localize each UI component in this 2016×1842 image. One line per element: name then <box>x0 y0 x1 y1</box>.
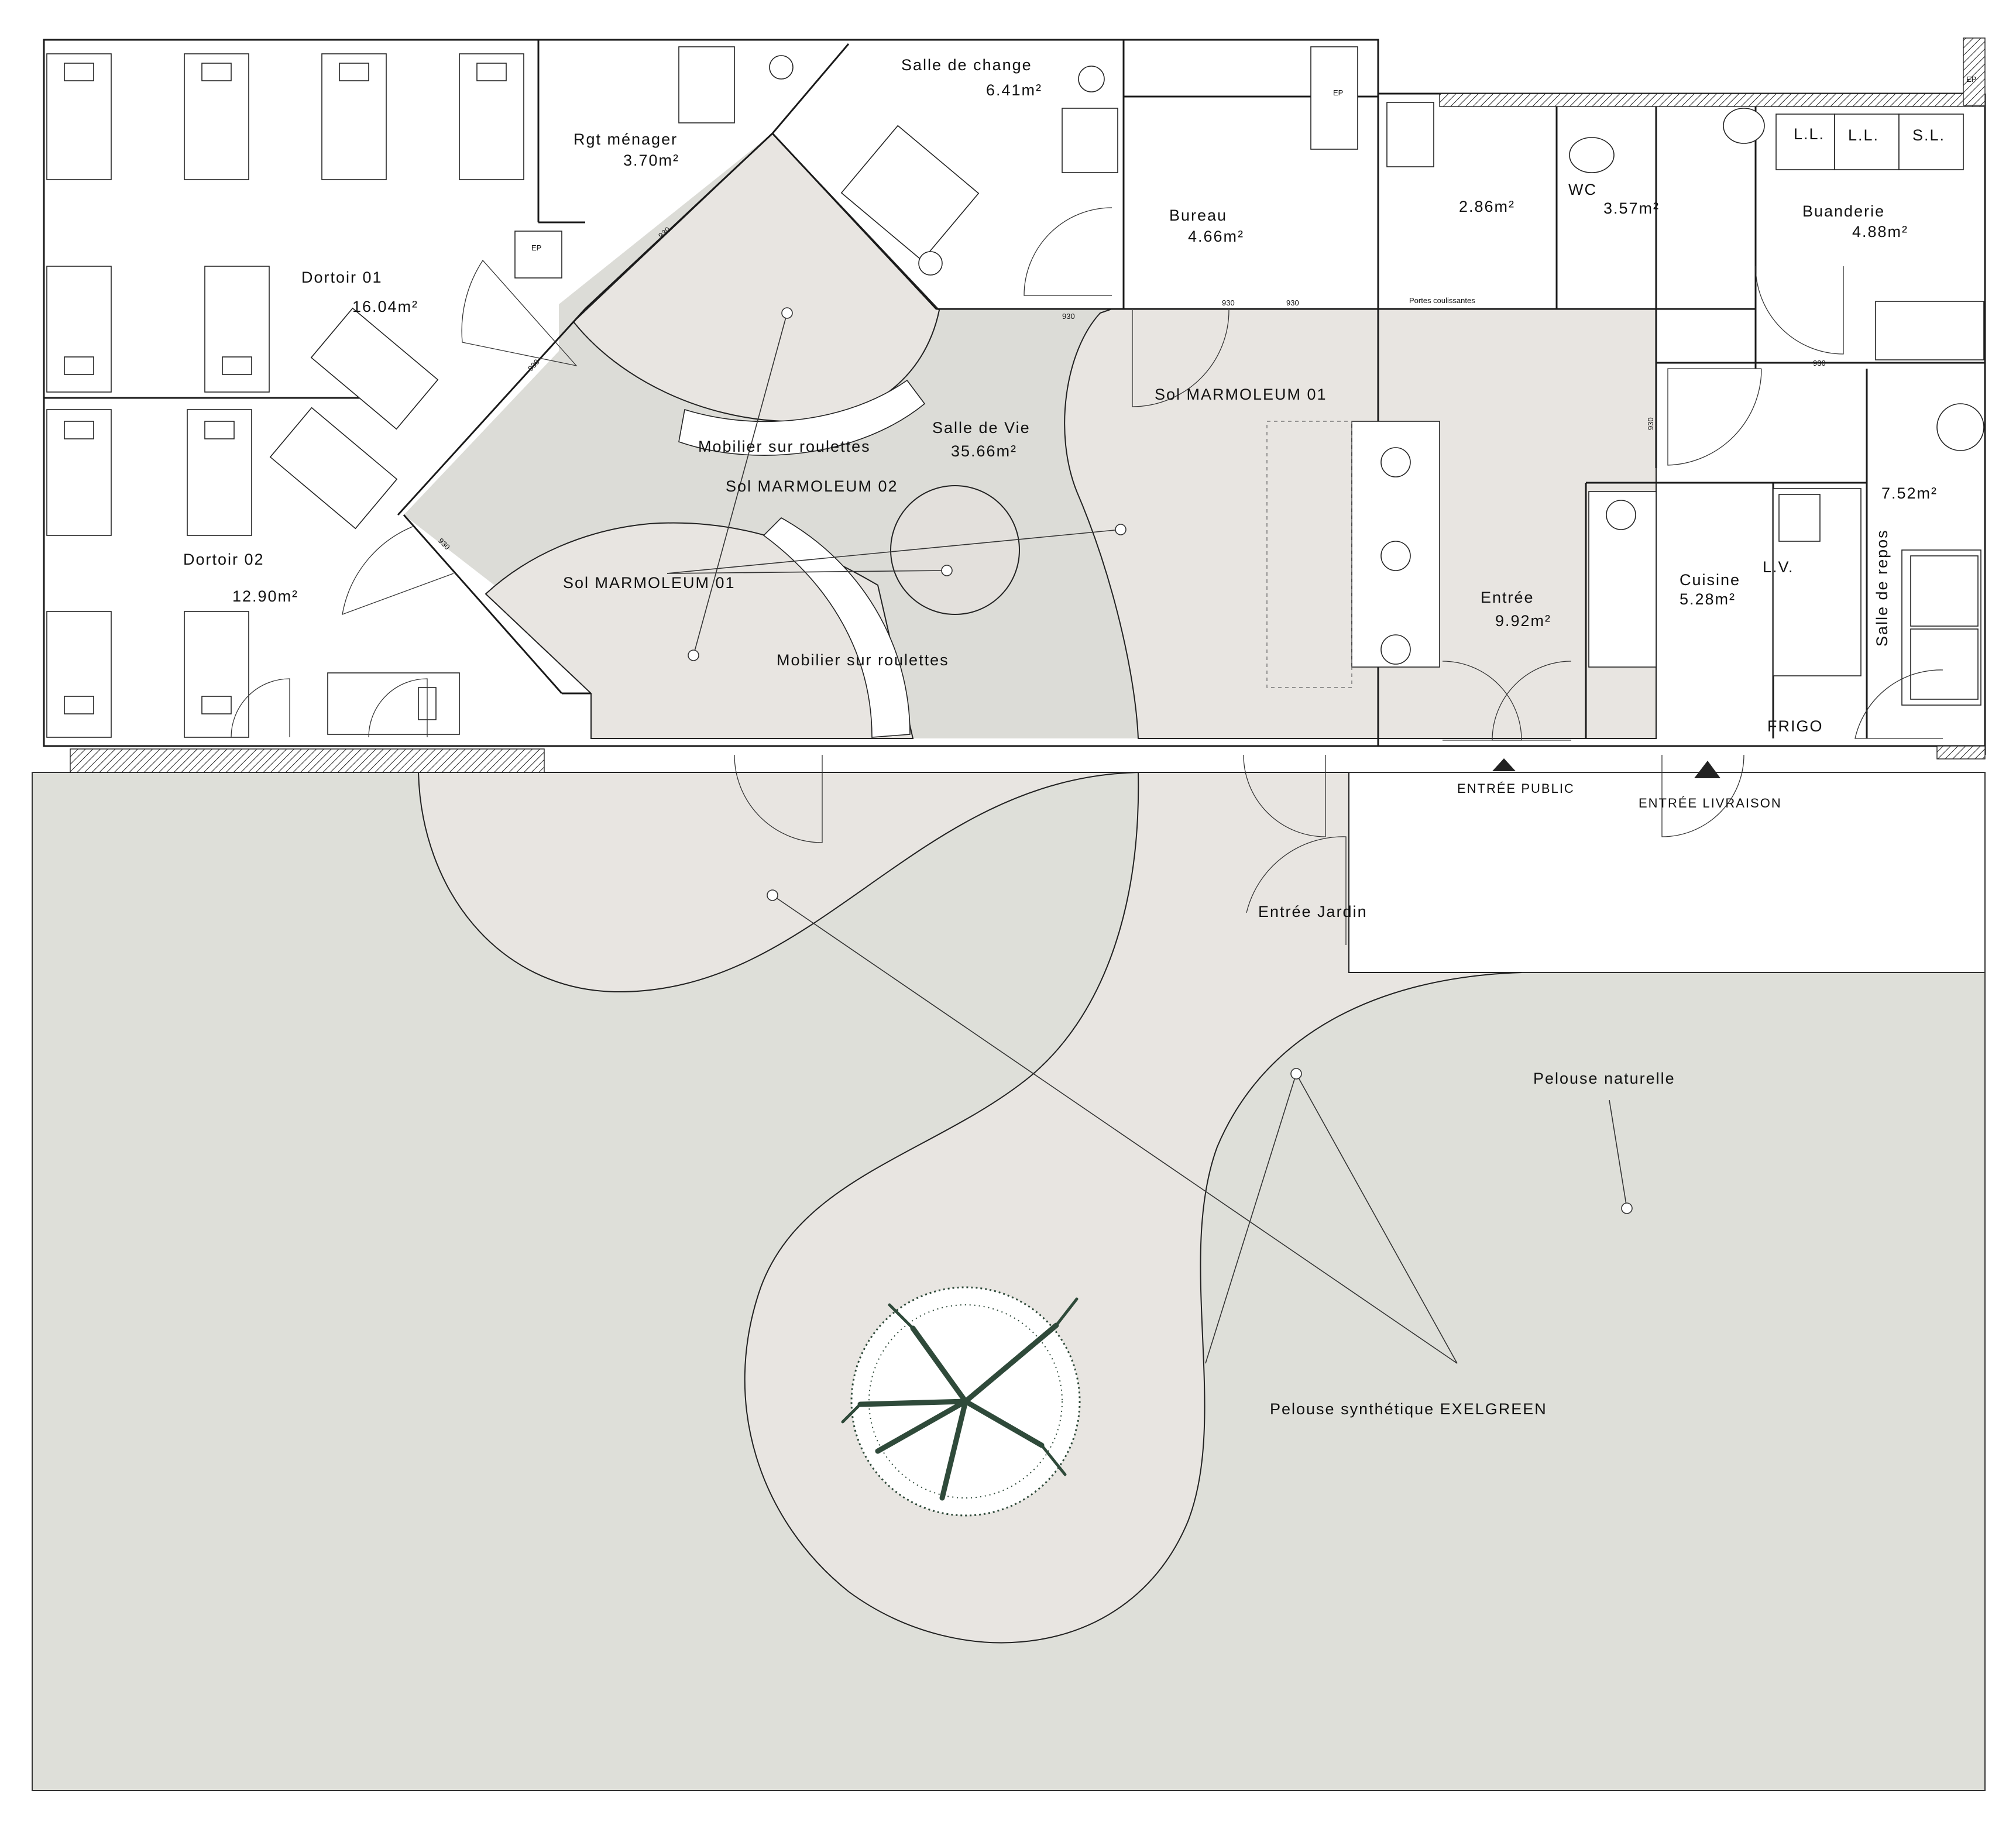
sink-icon <box>1723 108 1765 144</box>
salle-de-repos-area: 7.52m² <box>1881 484 1938 502</box>
lv-label: L.V. <box>1763 558 1794 576</box>
entrance-delivery-arrow <box>1694 761 1720 778</box>
marmoleum-01-right-label: Sol MARMOLEUM 01 <box>1155 386 1327 403</box>
beds <box>46 53 524 738</box>
entree-label: Entrée <box>1481 589 1534 606</box>
buanderie-area: 4.88m² <box>1852 223 1908 240</box>
entree-livraison-label: ENTRÉE LIVRAISON <box>1639 796 1782 810</box>
dortoir-01-label: Dortoir 01 <box>301 269 383 286</box>
dortoir-02-label: Dortoir 02 <box>183 551 265 568</box>
pelouse-synthetique-label: Pelouse synthétique EXELGREEN <box>1270 1400 1547 1418</box>
bed-icon <box>184 611 249 738</box>
salle-de-vie-label: Salle de Vie <box>932 419 1031 437</box>
wc-area: 3.57m² <box>1603 200 1660 217</box>
door-width-4: 930 <box>1062 312 1075 321</box>
entree-jardin-label: Entrée Jardin <box>1258 903 1368 920</box>
tree-icon <box>841 1286 1081 1517</box>
bureau-label: Bureau <box>1169 207 1227 224</box>
sink-icon <box>769 55 794 80</box>
salle-de-change-label: Salle de change <box>901 56 1032 74</box>
ll-label-2: L.L. <box>1848 126 1879 144</box>
mobilier-label-1: Mobilier sur roulettes <box>698 438 871 455</box>
entrance-public-arrow <box>1492 758 1516 771</box>
toilet-icon <box>1569 137 1615 173</box>
dortoir-01-area: 16.04m² <box>352 298 418 315</box>
door-width-8: 930 <box>1286 298 1299 307</box>
ep-label-2: EP <box>531 243 541 252</box>
frigo-label: FRIGO <box>1767 717 1823 735</box>
entree-public-label: ENTRÉE PUBLIC <box>1457 781 1575 796</box>
door-width-6: 930 <box>1813 359 1826 367</box>
ll-label-1: L.L. <box>1794 125 1825 143</box>
sink-icon <box>918 251 943 276</box>
sofa-icon <box>1901 549 1981 706</box>
synthetic-lawn-area <box>417 771 1522 1644</box>
leader-lines <box>667 307 1633 1364</box>
bed-icon <box>327 672 460 735</box>
rgt-menager-label: Rgt ménager <box>573 130 678 148</box>
door-width-7: 930 <box>1646 417 1655 430</box>
bed-icon <box>204 266 270 393</box>
salle-de-repos-label: Salle de repos <box>1873 529 1891 647</box>
sl-label: S.L. <box>1912 126 1945 144</box>
cuisine-area: 5.28m² <box>1680 590 1736 608</box>
local-area: 2.86m² <box>1459 198 1515 215</box>
bed-icon <box>46 266 112 393</box>
salle-de-vie-area: 35.66m² <box>951 442 1017 460</box>
bed-icon <box>46 53 112 180</box>
bed-icon <box>269 407 398 530</box>
pelouse-naturelle-label: Pelouse naturelle <box>1533 1070 1675 1087</box>
marmoleum-01-left <box>485 522 914 739</box>
bed-icon <box>184 53 249 180</box>
bureau-area: 4.66m² <box>1188 228 1244 245</box>
marmoleum-02-label: Sol MARMOLEUM 02 <box>726 477 898 495</box>
marmoleum-01-left-label: Sol MARMOLEUM 01 <box>563 574 736 592</box>
rgt-menager-area: 3.70m² <box>623 152 679 169</box>
entrance-court <box>1348 772 1986 973</box>
ep-label-1: EP <box>1333 88 1343 97</box>
cuisine-label: Cuisine <box>1680 571 1740 589</box>
mobilier-label-2: Mobilier sur roulettes <box>777 651 949 669</box>
dortoir-02-area: 12.90m² <box>232 587 298 605</box>
entree-area: 9.92m² <box>1495 612 1551 630</box>
wc-label: WC <box>1568 181 1597 198</box>
bed-icon <box>459 53 524 180</box>
hatched-walls <box>70 37 1986 773</box>
bed-icon <box>46 611 112 738</box>
bed-icon <box>46 409 112 536</box>
salle-de-change-area: 6.41m² <box>986 81 1042 99</box>
toilet-icon <box>1078 66 1105 92</box>
portes-coulissantes-label: Portes coulissantes <box>1409 296 1475 305</box>
ep-label-3: EP <box>1966 75 1976 84</box>
buanderie-label: Buanderie <box>1802 202 1885 220</box>
round-marking <box>890 485 1020 615</box>
bed-icon <box>310 307 439 430</box>
bed-icon <box>321 53 387 180</box>
door-swings <box>231 207 1943 945</box>
bed-icon <box>187 409 252 536</box>
door-width-5: 930 <box>1222 298 1235 307</box>
fixtures <box>514 46 1984 706</box>
